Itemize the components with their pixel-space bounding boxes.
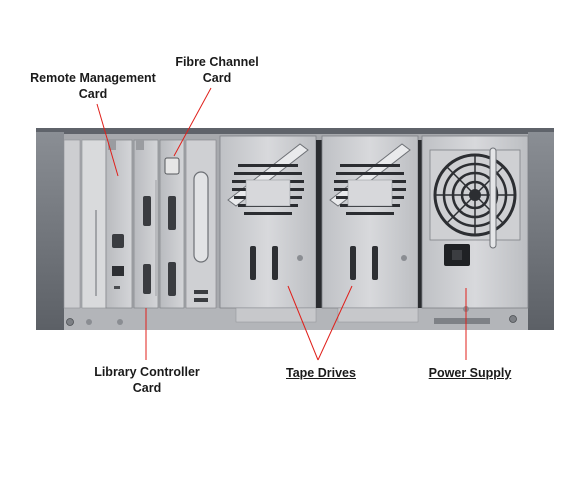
card-tab: [108, 140, 116, 150]
label-fibre-channel-card: Fibre Channel Card: [175, 55, 259, 85]
slot-divider: [418, 140, 422, 308]
remote-management-card: [95, 139, 133, 309]
tape-drive-2: [321, 135, 422, 323]
drive-connector: [250, 246, 256, 280]
slot-divider: [316, 140, 322, 308]
ethernet-port: [112, 266, 124, 276]
label-tape-drives[interactable]: Tape Drives: [286, 366, 356, 380]
label-remote-management-card: Remote Management Card: [30, 71, 156, 101]
status-led: [114, 286, 120, 289]
fibre-port: [164, 157, 180, 175]
drive-label-plate: [245, 179, 291, 207]
label-power-supply[interactable]: Power Supply: [428, 366, 512, 380]
fibre-channel-card: [159, 139, 185, 309]
tape-drive-1: [219, 135, 322, 323]
label-library-controller-card: Library Controller Card: [94, 365, 200, 395]
blank-plate-left: [63, 139, 123, 325]
scsi-connector: [143, 196, 151, 226]
screw: [509, 315, 517, 323]
psu-handle: [489, 147, 497, 249]
leader-fibre-channel: [173, 87, 212, 157]
scsi-connector: [168, 196, 176, 230]
leader-lines: [96, 87, 467, 361]
leader-remote-management: [96, 103, 119, 177]
drive-connector: [372, 246, 378, 280]
leader-tape-drive-2: [317, 285, 353, 361]
scsi-connector: [168, 262, 176, 296]
right-side-rail: [528, 132, 554, 330]
library-controller-card: [133, 139, 159, 309]
drive-connector: [272, 246, 278, 280]
leader-tape-drive-1: [287, 285, 319, 361]
psu-latch: [434, 318, 490, 324]
screw: [66, 318, 74, 326]
chassis-top-edge: [36, 128, 554, 136]
left-side-rail: [36, 132, 64, 330]
drive-label-plate: [347, 179, 393, 207]
handle-slot: [185, 139, 217, 309]
scsi-connector: [143, 264, 151, 294]
serial-port: [112, 234, 124, 248]
drive-connector: [350, 246, 356, 280]
power-supply: [421, 135, 529, 324]
terminator: [193, 171, 209, 263]
